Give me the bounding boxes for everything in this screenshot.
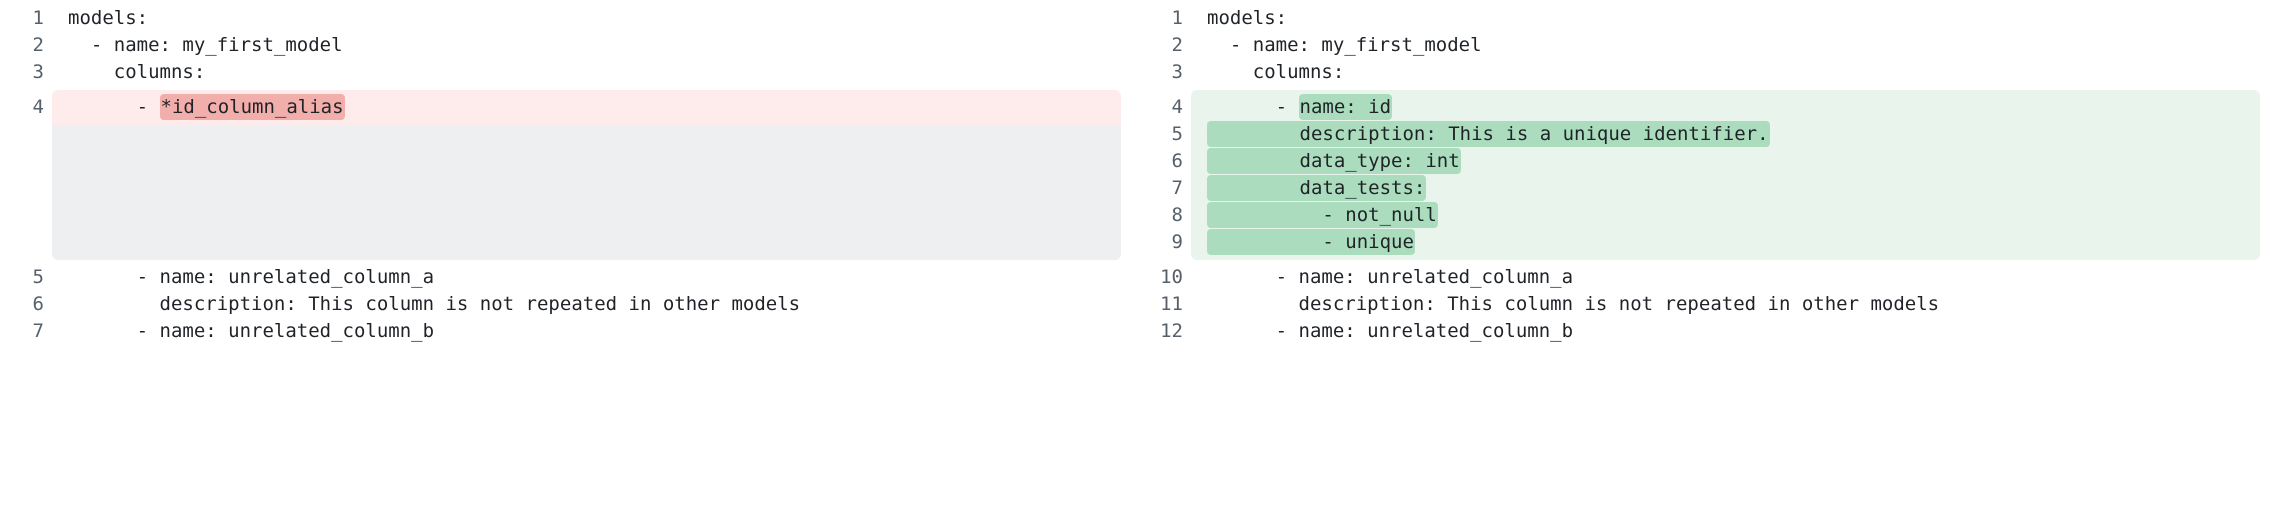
code-text: - name: my_first_model [44, 32, 343, 59]
code-segment: description: This column is not repeated… [1207, 293, 1940, 315]
code-text: models: [44, 5, 148, 32]
code-line: 6 description: This column is not repeat… [0, 291, 1139, 318]
code-line: 12 - name: unrelated_column_b [1139, 318, 2278, 345]
code-text: description: This column is not repeated… [1183, 291, 1940, 318]
code-line: 5 description: This is a unique identifi… [1139, 121, 2278, 148]
line-number: 5 [1171, 123, 1183, 145]
code-line: 1 models: [1139, 5, 2278, 32]
code-line: 9 - unique [1139, 229, 2278, 256]
line-number: 5 [32, 266, 44, 288]
code-line: 7 data_tests: [1139, 175, 2278, 202]
word-diff-highlight: - not_null [1207, 202, 1438, 228]
line-number: 9 [1171, 231, 1183, 253]
line-number: 1 [32, 7, 44, 29]
code-line: 10 - name: unrelated_column_a [1139, 264, 2278, 291]
line-number: 7 [1171, 177, 1183, 199]
code-text: - name: unrelated_column_b [44, 318, 434, 345]
code-text: - *id_column_alias [44, 94, 345, 121]
code-segment: - [68, 96, 160, 118]
word-diff-highlight: - unique [1207, 229, 1415, 255]
word-diff-highlight: name: id [1298, 94, 1393, 120]
code-text: columns: [44, 59, 206, 86]
line-number: 4 [32, 96, 44, 118]
code-line: 3 columns: [0, 59, 1139, 86]
code-segment: - name: my_first_model [68, 34, 343, 56]
code-line: 2 - name: my_first_model [0, 32, 1139, 59]
code-text: models: [1183, 5, 1287, 32]
code-text: data_type: int [1183, 148, 1461, 175]
word-diff-highlight: data_tests: [1207, 175, 1427, 201]
line-number: 1 [1171, 7, 1183, 29]
code-segment: - name: unrelated_column_a [1207, 266, 1574, 288]
code-text: description: This is a unique identifier… [1183, 121, 1770, 148]
word-diff-highlight: *id_column_alias [159, 94, 345, 120]
code-text: - name: my_first_model [1183, 32, 1482, 59]
line-number: 3 [1171, 61, 1183, 83]
filler-block-before [52, 125, 1121, 260]
code-segment: - name: my_first_model [1207, 34, 1482, 56]
line-number: 4 [1171, 96, 1183, 118]
line-number: 8 [1171, 204, 1183, 226]
code-line: 5 - name: unrelated_column_a [0, 264, 1139, 291]
word-diff-highlight: data_type: int [1207, 148, 1461, 174]
code-text: - name: id [1183, 94, 1393, 121]
line-number: 10 [1160, 266, 1183, 288]
line-number: 2 [32, 34, 44, 56]
code-segment: description: This column is not repeated… [68, 293, 801, 315]
line-number: 2 [1171, 34, 1183, 56]
code-text: - unique [1183, 229, 1415, 256]
code-text: - not_null [1183, 202, 1438, 229]
code-line: 7 - name: unrelated_column_b [0, 318, 1139, 345]
line-number: 6 [32, 293, 44, 315]
line-number: 7 [32, 320, 44, 342]
code-text: description: This column is not repeated… [44, 291, 801, 318]
code-text: - name: unrelated_column_b [1183, 318, 1573, 345]
code-line: 11 description: This column is not repea… [1139, 291, 2278, 318]
code-segment: - name: unrelated_column_b [1207, 320, 1574, 342]
code-text: - name: unrelated_column_a [1183, 264, 1573, 291]
code-segment: - [1207, 96, 1299, 118]
code-text: - name: unrelated_column_a [44, 264, 434, 291]
line-number: 6 [1171, 150, 1183, 172]
code-segment: models: [68, 7, 149, 29]
code-segment: - name: unrelated_column_b [68, 320, 435, 342]
code-line: 6 data_type: int [1139, 148, 2278, 175]
code-segment: columns: [1207, 61, 1345, 83]
line-number: 12 [1160, 320, 1183, 342]
code-line: 4 - *id_column_alias [0, 94, 1139, 121]
line-number: 3 [32, 61, 44, 83]
code-segment: - name: unrelated_column_a [68, 266, 435, 288]
code-line: 4 - name: id [1139, 94, 2278, 121]
code-line: 3 columns: [1139, 59, 2278, 86]
code-segment: columns: [68, 61, 206, 83]
code-segment: models: [1207, 7, 1288, 29]
code-line: 2 - name: my_first_model [1139, 32, 2278, 59]
line-number: 11 [1160, 293, 1183, 315]
word-diff-highlight: description: This is a unique identifier… [1207, 121, 1770, 147]
code-text: columns: [1183, 59, 1345, 86]
code-line: 1 models: [0, 5, 1139, 32]
code-text: data_tests: [1183, 175, 1427, 202]
code-line: 8 - not_null [1139, 202, 2278, 229]
